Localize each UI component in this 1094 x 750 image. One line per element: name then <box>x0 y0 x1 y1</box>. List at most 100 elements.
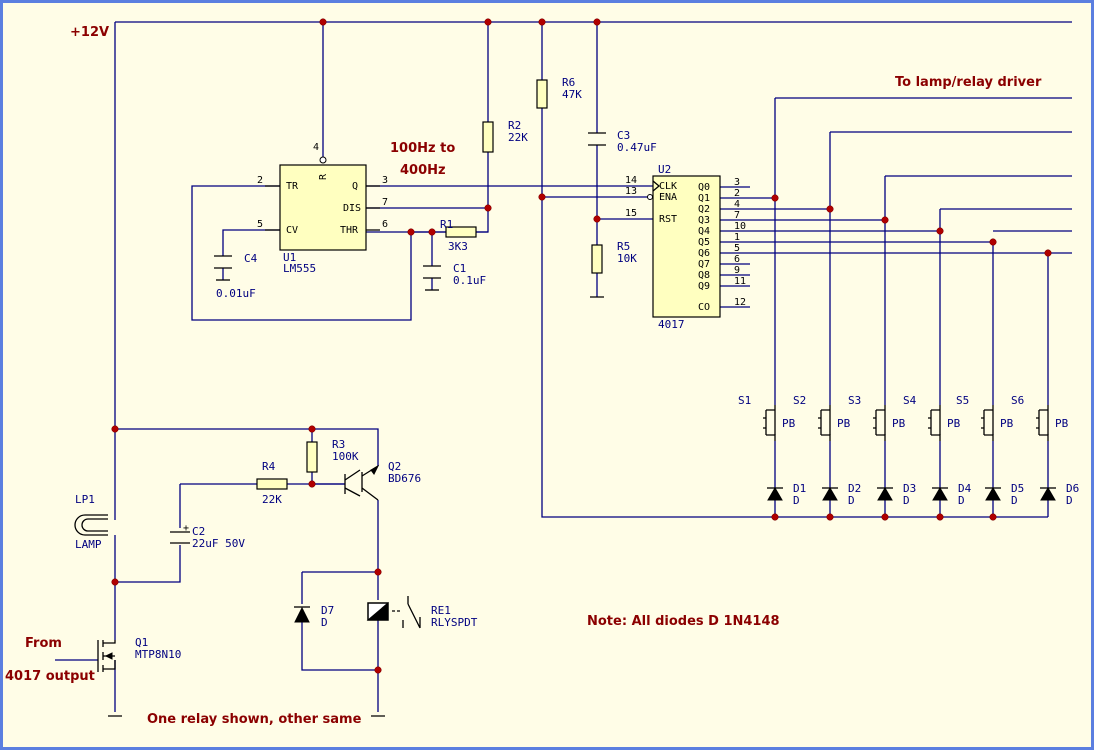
c1-value: 0.1uF <box>453 274 486 287</box>
switch-ref-3: S3 <box>848 394 861 407</box>
resistor-r1 <box>445 226 477 238</box>
d7-value: D <box>321 616 328 629</box>
junction-dot <box>936 227 944 235</box>
u2-out-name-8: Q8 <box>698 270 710 281</box>
driver-label: To lamp/relay driver <box>895 75 1042 90</box>
q1-ref: Q1 <box>135 636 148 649</box>
diode-ref-4: D4 <box>958 482 972 495</box>
c2-ref: C2 <box>192 525 205 538</box>
junction-dots <box>111 18 1052 674</box>
pushbutton-s1 <box>763 405 776 441</box>
junction-dot <box>308 425 316 433</box>
diode-ref-2: D2 <box>848 482 861 495</box>
switch-ref-5: S5 <box>956 394 969 407</box>
switch-value-4: PB <box>947 417 961 430</box>
junction-dot <box>407 228 415 236</box>
junction-dot <box>593 215 601 223</box>
switch-ref-2: S2 <box>793 394 806 407</box>
junction-dot <box>989 513 997 521</box>
re1-value: RLYSPDT <box>431 616 478 629</box>
u2-out-num-0: 3 <box>734 177 740 188</box>
u1-pin-thr: THR <box>340 225 359 236</box>
junction-dot <box>538 18 546 26</box>
junction-dot <box>111 578 119 586</box>
diode-value-4: D <box>958 494 965 507</box>
u2-in-num-0: 14 <box>625 175 637 186</box>
switch-value-5: PB <box>1000 417 1014 430</box>
junction-dot <box>826 205 834 213</box>
diode-d2 <box>822 487 838 501</box>
junction-dot <box>111 425 119 433</box>
switch-value-3: PB <box>892 417 906 430</box>
junction-dot <box>989 238 997 246</box>
switch-ref-1: S1 <box>738 394 751 407</box>
c3-value: 0.47uF <box>617 141 657 154</box>
u1-pin-tr: TR <box>286 181 299 192</box>
diode-ref-3: D3 <box>903 482 916 495</box>
r5-ref: R5 <box>617 240 630 253</box>
r6-ref: R6 <box>562 76 575 89</box>
u1-pin-dis: DIS <box>343 203 361 214</box>
u2-out-num-1: 2 <box>734 188 740 199</box>
junction-dot <box>1044 249 1052 257</box>
u2-out-num-3: 7 <box>734 210 740 221</box>
diode-value-1: D <box>793 494 800 507</box>
u1-ref: U1 <box>283 251 296 264</box>
lamp-lp1 <box>74 514 108 536</box>
c3-ref: C3 <box>617 129 630 142</box>
pushbutton-s2 <box>818 405 831 441</box>
u2-in-name-0: CLK <box>659 181 677 192</box>
junction-dot <box>538 193 546 201</box>
svg-text:+: + <box>183 523 189 534</box>
u1-pinnum-cv: 5 <box>257 219 263 230</box>
supply-label: +12V <box>70 25 109 40</box>
u1-pin-cv: CV <box>286 225 298 236</box>
q1-value: MTP8N10 <box>135 648 181 661</box>
u2-out-num-2: 4 <box>734 199 740 210</box>
ic-u2-4017 <box>647 175 721 318</box>
q2-value: BD676 <box>388 472 421 485</box>
pushbutton-s6 <box>1036 405 1049 441</box>
capacitor-c3 <box>588 132 606 146</box>
junction-dot <box>771 513 779 521</box>
u2-out-name-6: Q6 <box>698 248 710 259</box>
switch-ref-4: S4 <box>903 394 917 407</box>
u2-out-name-1: Q1 <box>698 193 710 204</box>
u2-value: 4017 <box>658 318 685 331</box>
u1-pin-r: R <box>318 173 329 180</box>
u2-out-name-0: Q0 <box>698 182 710 193</box>
c2-value: 22uF 50V <box>192 537 245 550</box>
capacitor-c2: + <box>170 523 190 544</box>
r5-value: 10K <box>617 252 637 265</box>
resistor-r2 <box>482 121 494 153</box>
u2-out-num-8: 9 <box>734 265 740 276</box>
junction-dot <box>771 194 779 202</box>
pushbutton-s5 <box>981 405 994 441</box>
junction-dot <box>826 513 834 521</box>
diode-ref-5: D5 <box>1011 482 1024 495</box>
u2-out-num-6: 5 <box>734 243 740 254</box>
r1-value: 3K3 <box>448 240 468 253</box>
diode-d5 <box>985 487 1001 501</box>
pushbutton-s3 <box>873 405 886 441</box>
junction-dot <box>484 18 492 26</box>
mosfet-q1 <box>97 640 116 672</box>
junction-dot <box>374 568 382 576</box>
diode-d6 <box>1040 487 1056 501</box>
note-label: Note: All diodes D 1N4148 <box>587 614 780 629</box>
switch-value-1: PB <box>782 417 796 430</box>
c4-value: 0.01uF <box>216 287 256 300</box>
switch-value-6: PB <box>1055 417 1069 430</box>
junction-dot <box>881 513 889 521</box>
from-label: From <box>25 636 62 651</box>
q2-ref: Q2 <box>388 460 401 473</box>
lp1-ref: LP1 <box>75 493 95 506</box>
u2-out-num-9: 11 <box>734 276 746 287</box>
freq-label-2: 400Hz <box>400 163 446 178</box>
u1-pin-q: Q <box>352 181 358 192</box>
diode-value-2: D <box>848 494 855 507</box>
u2-out-name-2: Q2 <box>698 204 710 215</box>
c1-ref: C1 <box>453 262 466 275</box>
